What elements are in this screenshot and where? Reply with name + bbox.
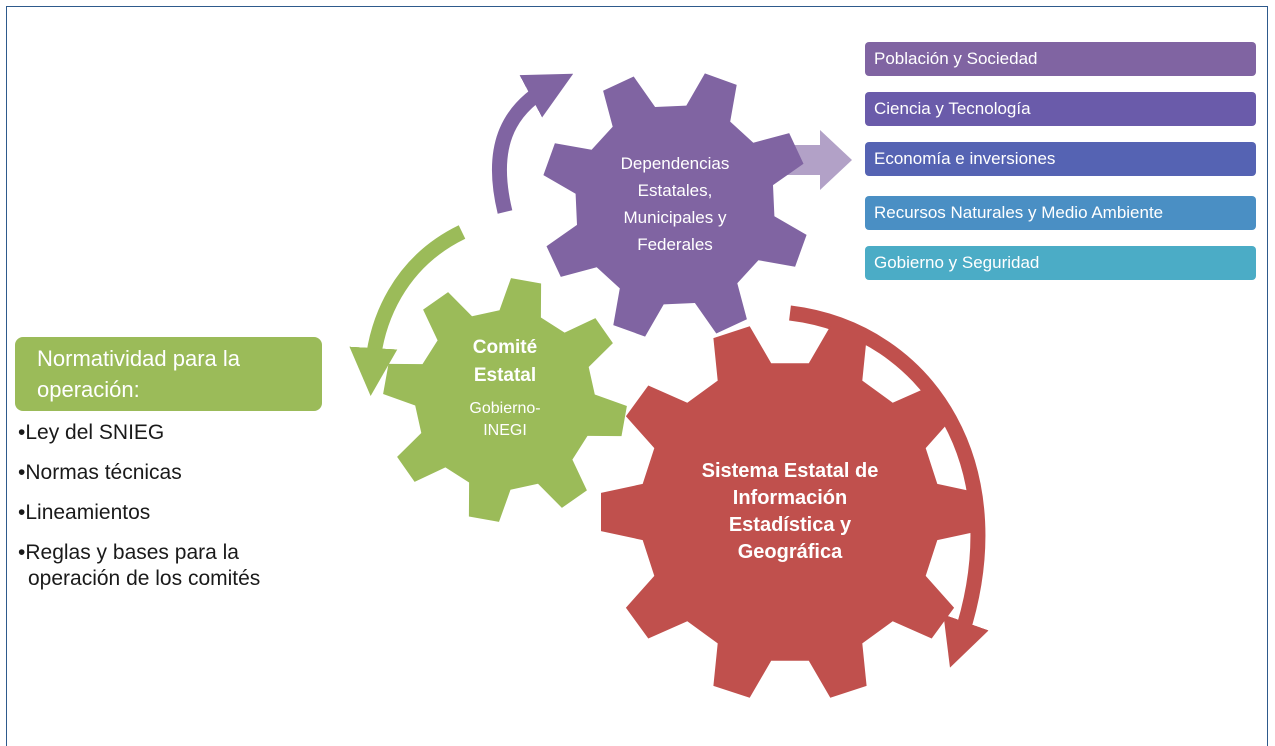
comite-label: Comité Estatal Gobierno- INEGI <box>430 334 580 442</box>
gear-sistema <box>601 326 979 698</box>
category-economia: Economía e inversiones <box>865 142 1256 176</box>
green-curved-arrow <box>349 225 466 396</box>
right-arrow <box>778 130 852 190</box>
purple-curved-arrow <box>491 73 574 214</box>
gear-comite <box>383 278 627 522</box>
category-ciencia: Ciencia y Tecnología <box>865 92 1256 126</box>
normatividad-list: •Ley del SNIEG •Normas técnicas •Lineami… <box>18 420 318 606</box>
sistema-label: Sistema Estatal de Información Estadísti… <box>701 460 879 563</box>
dependencias-label: Dependencias Estatales, Municipales y Fe… <box>620 154 730 254</box>
category-poblacion: Población y Sociedad <box>865 42 1256 76</box>
diagram-frame <box>6 6 1268 746</box>
comite-title: Comité Estatal <box>472 337 538 386</box>
list-item: •Lineamientos <box>18 501 151 524</box>
comite-subtitle: Gobierno- INEGI <box>469 400 541 439</box>
list-item: •Ley del SNIEG <box>18 421 165 444</box>
list-item: •Normas técnicas <box>18 461 182 484</box>
normatividad-header: Normatividad para la operación: <box>15 337 322 411</box>
category-recursos: Recursos Naturales y Medio Ambiente <box>865 196 1256 230</box>
category-gobierno: Gobierno y Seguridad <box>865 246 1256 280</box>
list-item: •Reglas y bases para la operación de los… <box>18 541 261 590</box>
gear-diagram <box>349 73 989 698</box>
gear-dependencias <box>543 73 807 337</box>
